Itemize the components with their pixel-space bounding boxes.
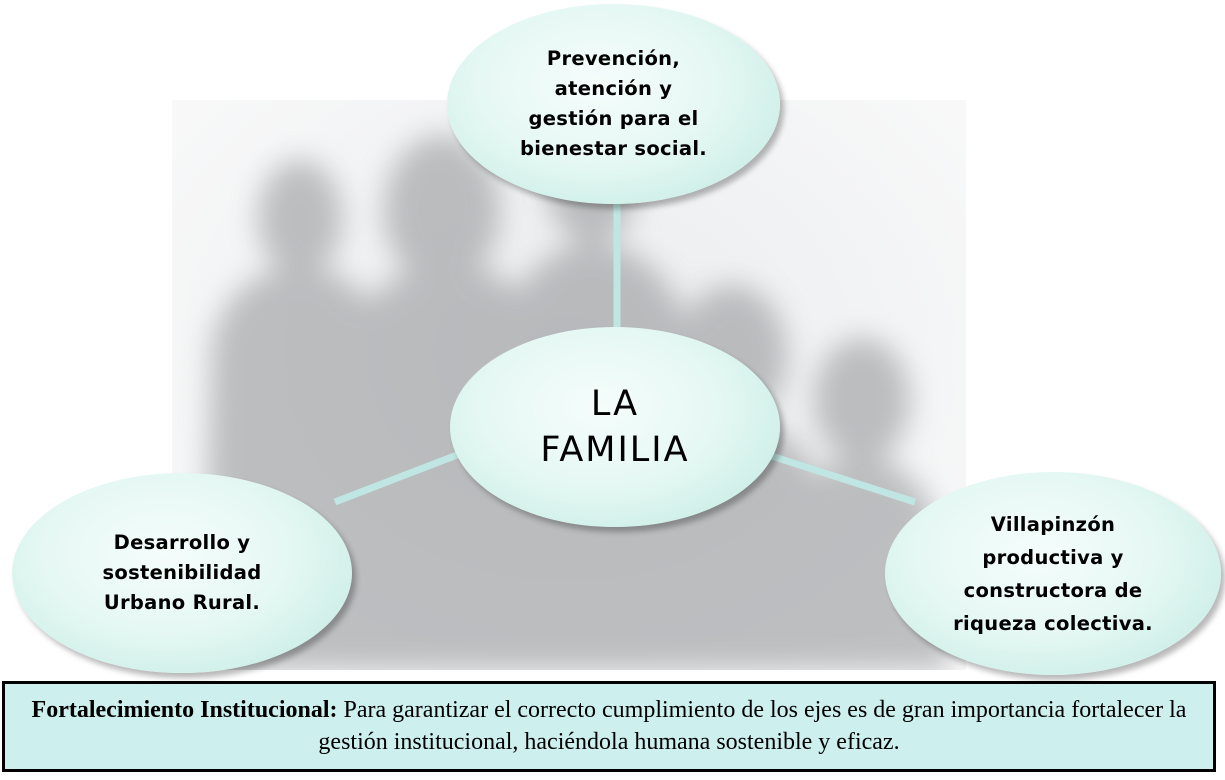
connector-right xyxy=(760,449,917,506)
footer-text: Para garantizar el correcto cumplimiento… xyxy=(318,697,1187,755)
connector-left xyxy=(333,446,472,506)
node-bienestar-social: Prevención, atención y gestión para el b… xyxy=(447,4,780,204)
node-villapinzon-productiva-label: Villapinzón productiva y constructora de… xyxy=(953,512,1153,635)
node-la-familia: LA FAMILIA xyxy=(450,327,780,527)
node-la-familia-label: LA FAMILIA xyxy=(540,384,690,470)
fortalecimiento-institucional-box: Fortalecimiento Institucional: Para gara… xyxy=(2,681,1216,772)
node-urbano-rural: Desarrollo y sostenibilidad Urbano Rural… xyxy=(12,473,352,673)
node-bienestar-social-label: Prevención, atención y gestión para el b… xyxy=(519,47,708,160)
footer-lead: Fortalecimiento Institucional: xyxy=(31,697,338,723)
node-urbano-rural-label: Desarrollo y sostenibilidad Urbano Rural… xyxy=(102,531,262,614)
node-villapinzon-productiva: Villapinzón productiva y constructora de… xyxy=(885,472,1221,675)
